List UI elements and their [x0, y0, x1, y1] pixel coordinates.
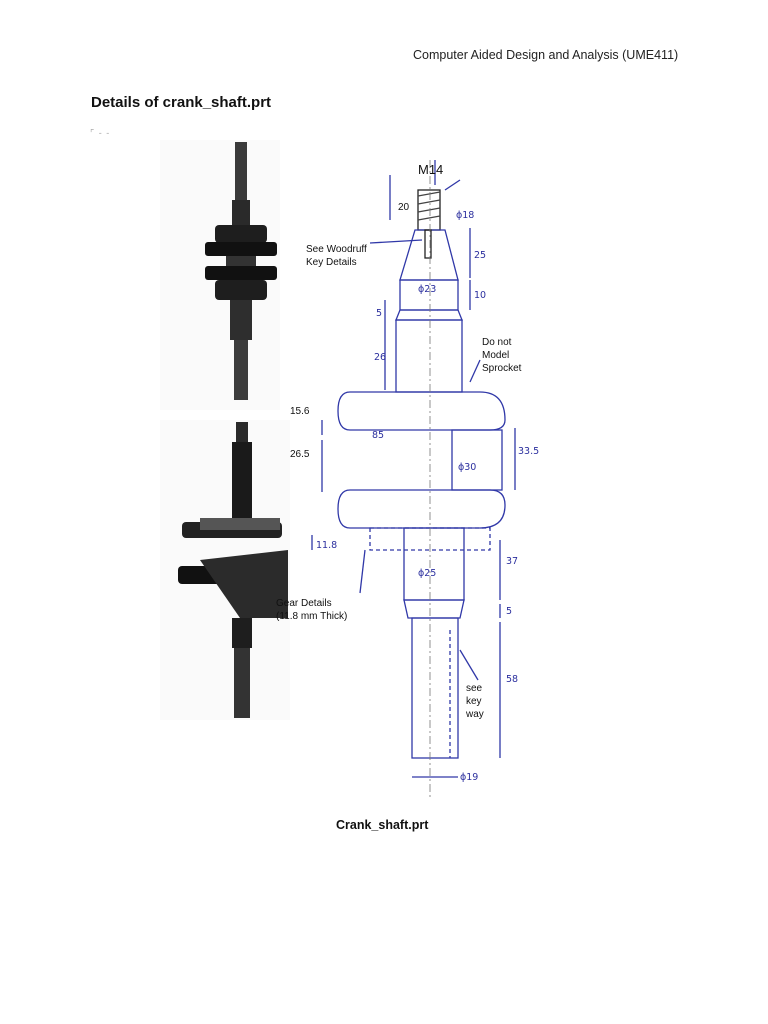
dim-len-5-top: 5: [376, 308, 382, 319]
gear-label-line1: Gear Details: [276, 598, 332, 609]
dim-dia-25: ϕ25: [418, 568, 436, 579]
dim-dia-19: ϕ19: [460, 772, 478, 783]
keyway-label-line2: key: [466, 696, 482, 707]
dim-len-5-bottom: 5: [506, 606, 512, 617]
dim-dia-18: ϕ18: [456, 210, 474, 221]
scan-mark: ⌜ - -: [90, 128, 111, 138]
thread-label: M14: [418, 162, 443, 177]
dim-gear-offset: 11.8: [316, 540, 337, 551]
gear-label-line2: (11.8 mm Thick): [276, 611, 347, 622]
sprocket-label-line3: Sprocket: [482, 363, 522, 374]
dim-web-thickness: 15.6: [290, 406, 310, 417]
dim-len-58: 58: [506, 674, 518, 685]
dim-dia-23: ϕ23: [418, 284, 436, 295]
keyway-label-line1: see: [466, 683, 483, 694]
figure-caption: Crank_shaft.prt: [336, 818, 429, 832]
sprocket-label-line1: Do not: [482, 337, 512, 348]
dim-len-10: 10: [474, 290, 486, 301]
sprocket-label-line2: Model: [482, 350, 509, 361]
dim-len-26: 26: [374, 352, 386, 363]
page-title: Details of crank_shaft.prt: [91, 94, 272, 111]
crankshaft-photo-top: [160, 140, 280, 410]
woodruff-label-line2: Key Details: [306, 257, 357, 268]
dim-web-length: 85: [372, 430, 384, 441]
crankshaft-photo-bottom: [160, 420, 290, 720]
dim-pin-dia: ϕ30: [458, 462, 476, 473]
page-header: Computer Aided Design and Analysis (UME4…: [413, 48, 679, 62]
keyway-label-line3: way: [465, 709, 484, 720]
dim-pin-length: 33.5: [518, 446, 539, 457]
woodruff-label-line1: See Woodruff: [306, 244, 367, 255]
crankshaft-figure: M14 See Woodruff Key Details Do not Mode…: [160, 130, 550, 810]
dim-len-37: 37: [506, 556, 518, 567]
dim-len-25: 25: [474, 250, 486, 261]
crankshaft-sketch: [311, 160, 516, 800]
dim-gap: 26.5: [290, 449, 310, 460]
dim-thread-length: 20: [398, 202, 410, 213]
